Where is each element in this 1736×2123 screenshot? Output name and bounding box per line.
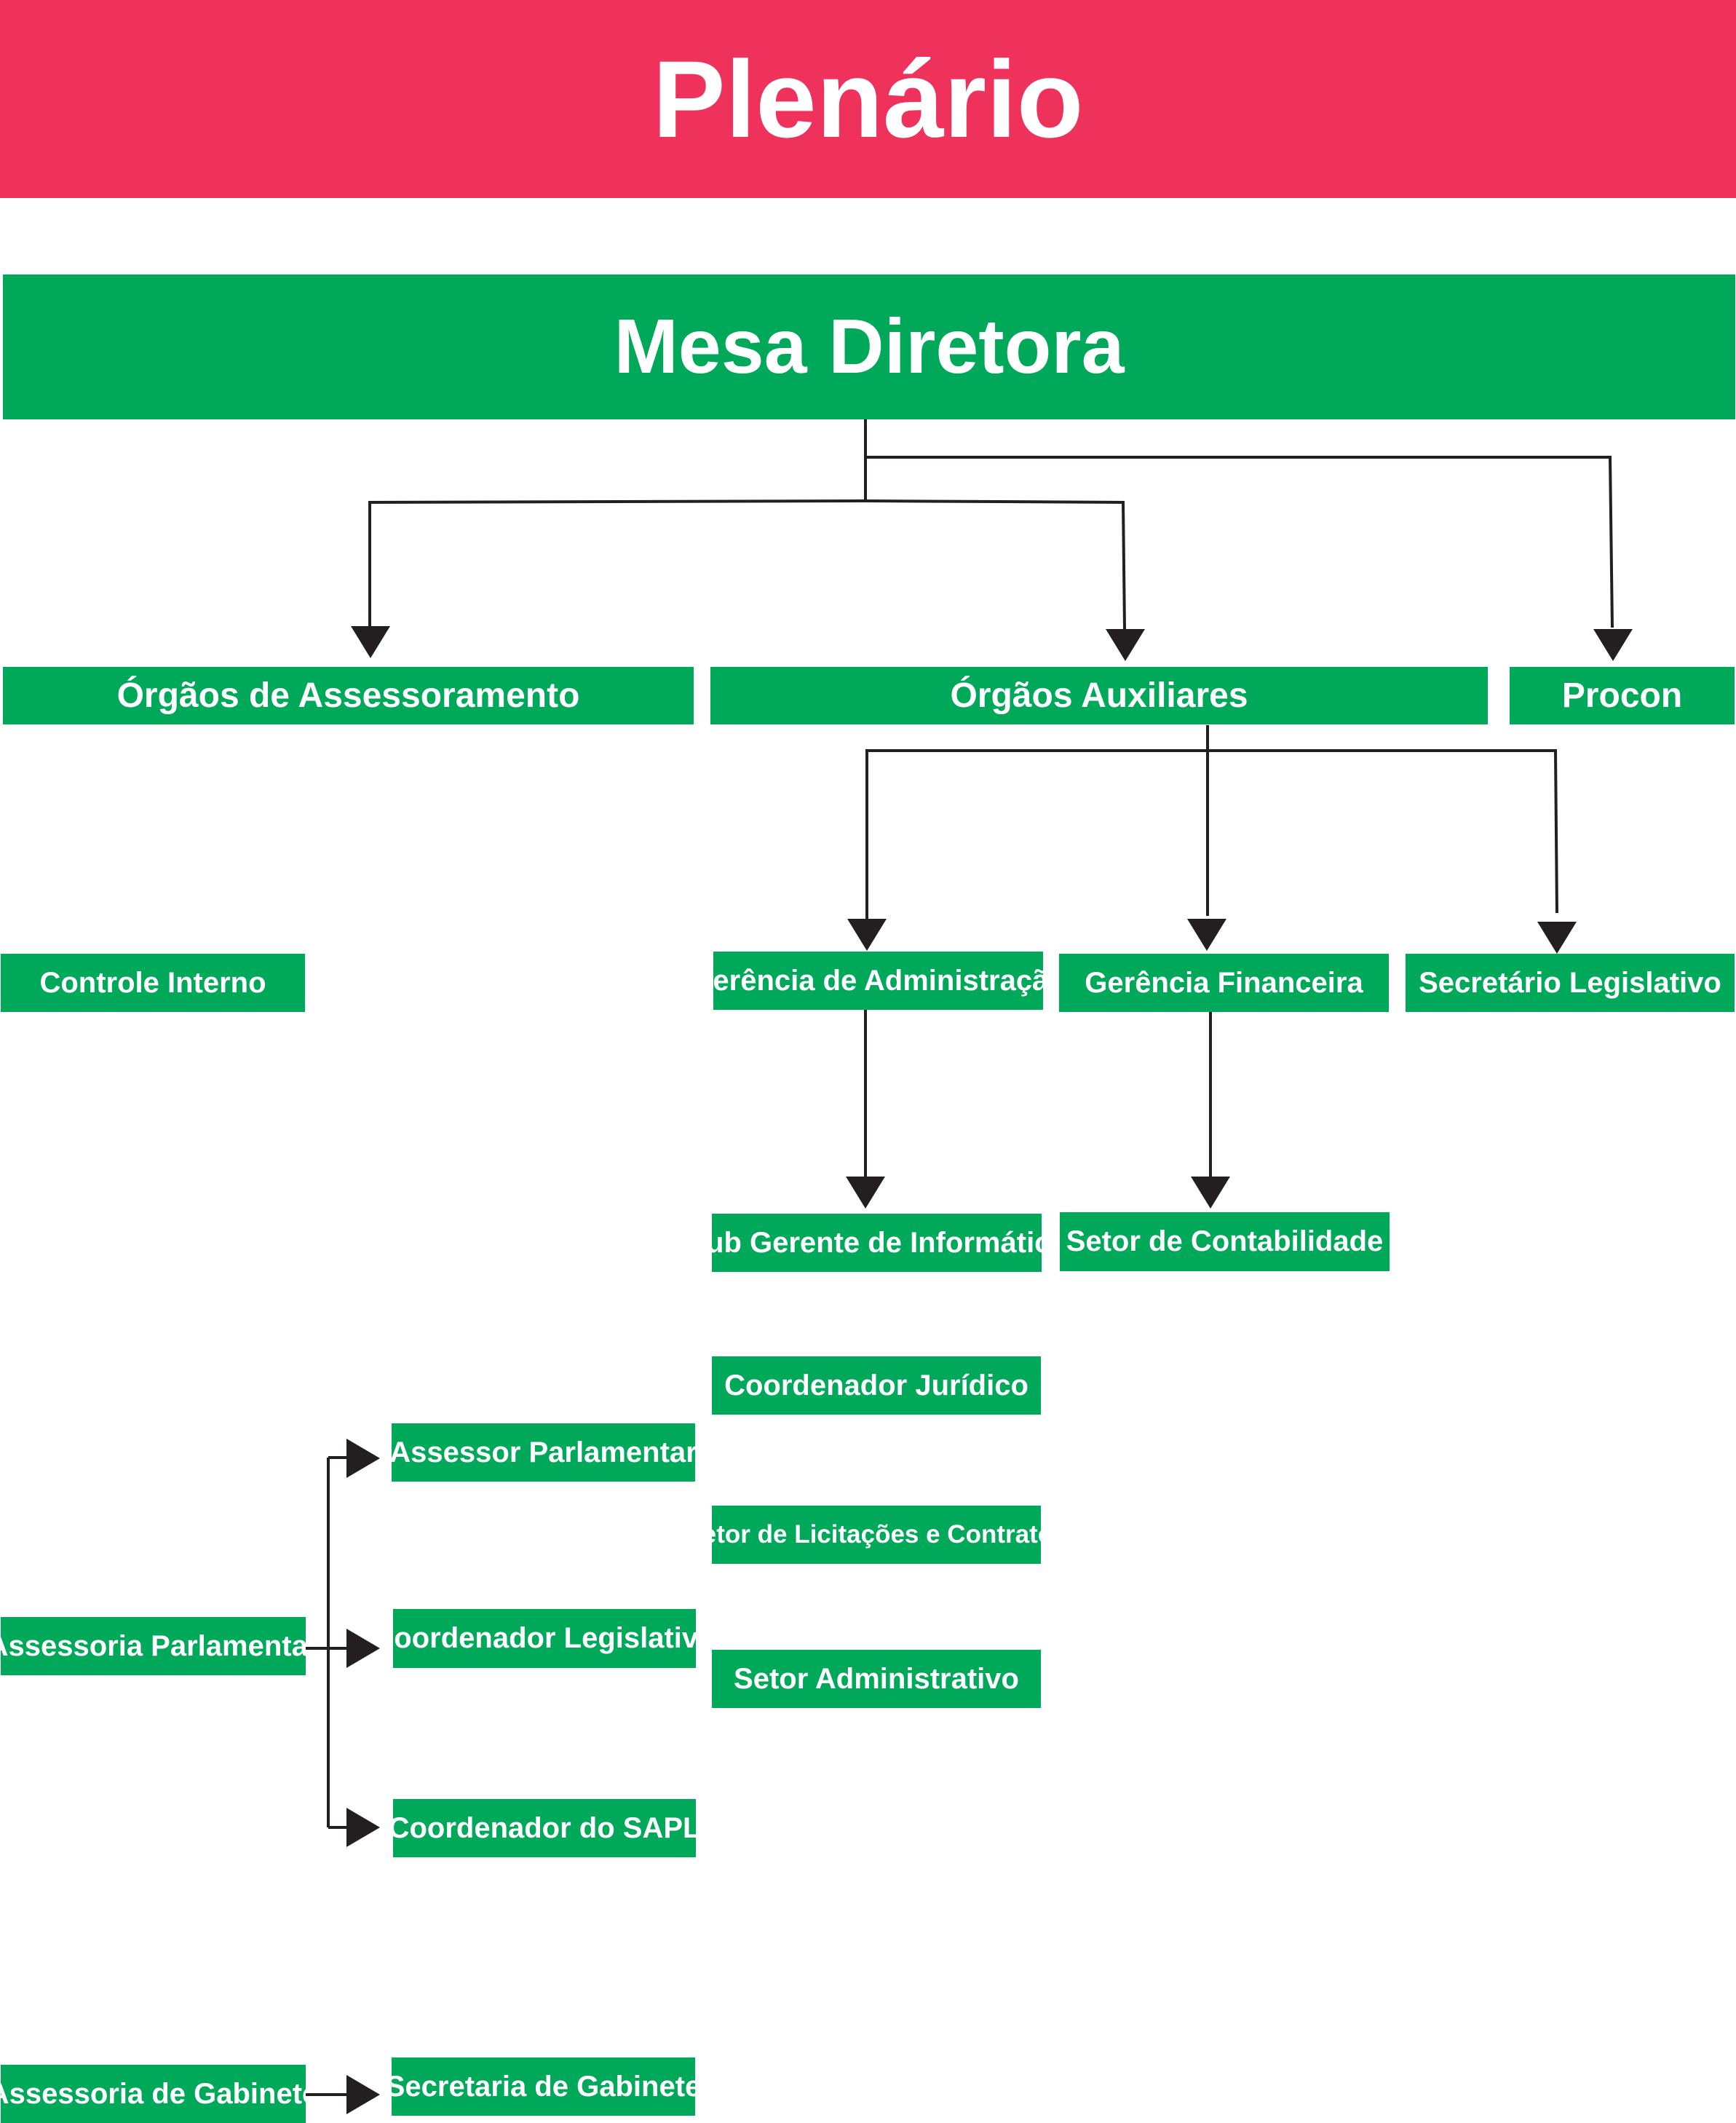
setor-licitacoes-label: Setor de Licitações e Contratos	[712, 1520, 1041, 1549]
coordenador-sapl-label: Coordenador do SAPL	[393, 1811, 696, 1844]
setor-administrativo-node: Setor Administrativo	[712, 1650, 1041, 1708]
sub-gerente-informatica-node: Sub Gerente de Informática	[712, 1214, 1042, 1272]
assessoria-parlamentar-label: Assessoria Parlamentar	[1, 1629, 306, 1662]
plenario-title: Plenário	[652, 37, 1084, 160]
controle-interno-node: Controle Interno	[1, 954, 305, 1012]
secretario-legislativo-label: Secretário Legislativo	[1419, 966, 1721, 999]
orgaos-auxiliares-label: Órgãos Auxiliares	[950, 676, 1248, 715]
connector-lines	[306, 419, 1614, 2096]
coordenador-legislativo-node: Coordenador Legislativo	[393, 1609, 696, 1668]
coordenador-juridico-node: Coordenador Jurídico	[712, 1356, 1041, 1415]
arrowhead-informatica	[846, 1177, 885, 1209]
secretario-legislativo-node: Secretário Legislativo	[1406, 954, 1735, 1012]
gerencia-financeira-label: Gerência Financeira	[1085, 966, 1363, 999]
assessoria-parlamentar-node: Assessoria Parlamentar	[1, 1617, 306, 1675]
arrowhead-auxiliares	[1106, 629, 1145, 661]
orgaos-assessoramento-label: Órgãos de Assessoramento	[116, 676, 580, 715]
coordenador-sapl-node: Coordenador do SAPL	[393, 1799, 696, 1857]
connector-auxiliares-right	[1208, 749, 1558, 914]
orgaos-assessoramento-node: Órgãos de Assessoramento	[3, 667, 694, 724]
arrowhead-procon	[1593, 629, 1633, 661]
setor-licitacoes-node: Setor de Licitações e Contratos	[712, 1506, 1041, 1564]
arrowhead-contabilidade	[1191, 1177, 1230, 1209]
procon-label: Procon	[1561, 676, 1683, 715]
assessor-parlamentar-label: Assessor Parlamentar	[392, 1436, 695, 1468]
setor-contabilidade-node: Setor de Contabilidade	[1060, 1212, 1390, 1271]
gerencia-administracao-node: Gerência de Administração	[713, 952, 1043, 1010]
mesa-diretora-title: Mesa Diretora	[614, 304, 1125, 390]
coordenador-juridico-label: Coordenador Jurídico	[724, 1369, 1028, 1402]
arrowhead-coordenador-sapl	[346, 1808, 380, 1847]
orgaos-auxiliares-node: Órgãos Auxiliares	[710, 667, 1488, 724]
connector-mesa-procon	[865, 456, 1614, 628]
arrowhead-assessoramento	[351, 626, 390, 658]
arrowhead-secretaria-gabinete	[346, 2075, 380, 2114]
connector-mesa-auxiliares	[865, 499, 1126, 630]
setor-administrativo-label: Setor Administrativo	[734, 1662, 1019, 1695]
assessoria-gabinete-node: Assessoria de Gabinete	[1, 2065, 306, 2123]
arrowhead-secretario-legislativo	[1537, 922, 1577, 954]
controle-interno-label: Controle Interno	[39, 966, 266, 999]
secretaria-gabinete-label: Secretaria de Gabinete	[392, 2070, 695, 2103]
procon-node: Procon	[1510, 667, 1735, 724]
gerencia-financeira-node: Gerência Financeira	[1059, 954, 1389, 1012]
arrowhead-assessor-parlamentar	[346, 1439, 380, 1478]
arrowhead-administracao	[847, 919, 887, 951]
setor-contabilidade-label: Setor de Contabilidade	[1066, 1225, 1384, 1257]
gerencia-administracao-label: Gerência de Administração	[713, 964, 1043, 997]
assessoria-gabinete-label: Assessoria de Gabinete	[1, 2077, 306, 2110]
coordenador-legislativo-label: Coordenador Legislativo	[393, 1622, 696, 1654]
secretaria-gabinete-node: Secretaria de Gabinete	[392, 2057, 695, 2116]
sub-gerente-informatica-label: Sub Gerente de Informática	[712, 1226, 1042, 1259]
connector-auxiliares-left	[865, 749, 1208, 919]
arrowhead-coordenador-legislativo	[346, 1629, 380, 1668]
plenario-header: Plenário	[0, 0, 1736, 198]
mesa-diretora-node: Mesa Diretora	[3, 274, 1735, 419]
arrowhead-financeira	[1187, 919, 1226, 951]
connector-mesa-assessoramento	[368, 499, 866, 628]
connector-arrowheads	[346, 626, 1633, 2114]
assessor-parlamentar-node: Assessor Parlamentar	[392, 1423, 695, 1482]
